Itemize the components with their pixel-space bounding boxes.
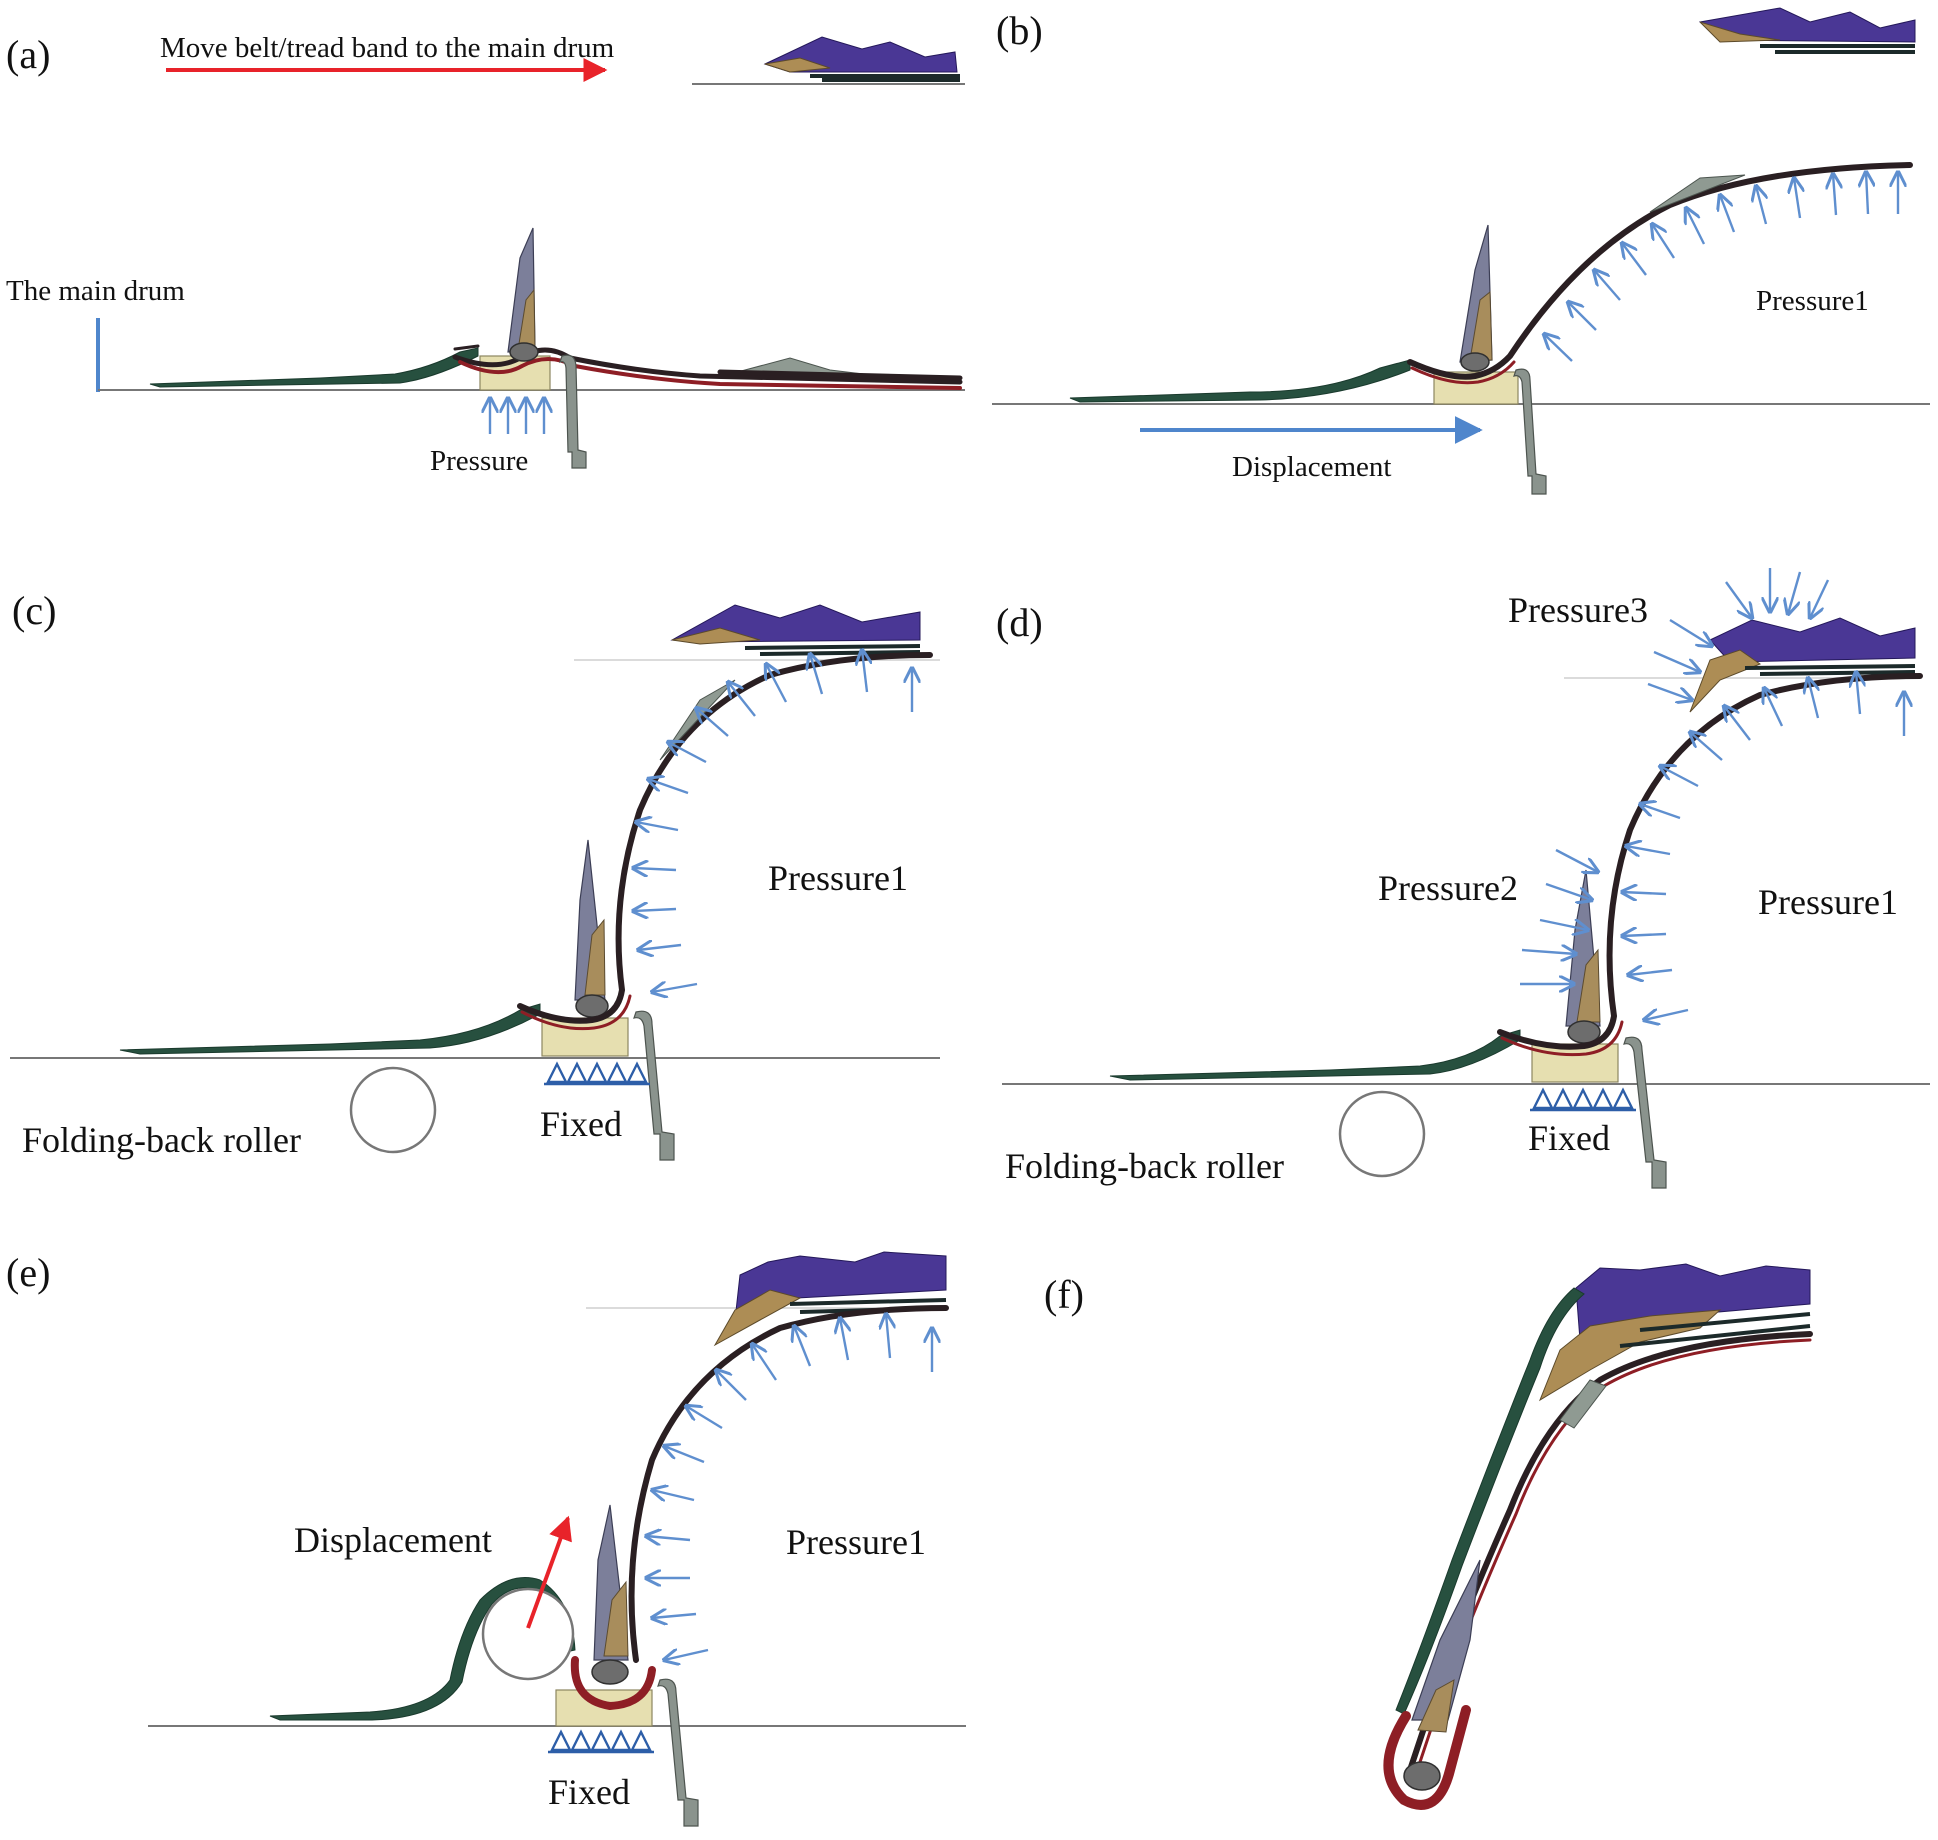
- green-ply: [149, 347, 479, 388]
- bead-filler-d: [1531, 1043, 1619, 1083]
- pressure-text-a: Pressure: [430, 445, 528, 477]
- folding-back-roller-d: [1338, 1090, 1426, 1178]
- main-drum-text: The main drum: [6, 275, 185, 307]
- fixed-text-c: Fixed: [540, 1104, 622, 1144]
- panel-c-label: (c): [12, 588, 56, 633]
- pressure1-text-d: Pressure1: [1758, 882, 1898, 922]
- fixed-support-e: [548, 1729, 654, 1754]
- fixed-support-c: [544, 1061, 650, 1086]
- hook-e: [657, 1678, 699, 1827]
- bead-b: [1460, 352, 1490, 372]
- panel-a-label: (a): [6, 32, 50, 77]
- carcass-d: [1497, 673, 1923, 1050]
- displacement-arrow-e: [526, 1515, 572, 1629]
- panel-f: (f): [1044, 1263, 1813, 1810]
- pressure-arrows-b: [1544, 172, 1898, 362]
- belt-tread-e: [713, 1251, 947, 1347]
- pressure1-text-c: Pressure1: [768, 858, 908, 898]
- green-ply-b: [1069, 359, 1411, 403]
- folding-back-roller-e: [481, 1587, 575, 1681]
- roller-text-d: Folding-back roller: [1005, 1146, 1284, 1186]
- pressure-arrows-e: [646, 1314, 932, 1660]
- fixed-text-e: Fixed: [548, 1772, 630, 1812]
- shoulder-b: [1649, 174, 1746, 213]
- pressure-arrows-c: [633, 650, 912, 992]
- drum-shoulder-filler: [717, 357, 963, 381]
- hook-b: [1513, 368, 1547, 495]
- panel-b: (b) Pressu: [992, 7, 1930, 495]
- panel-e: (e): [6, 1250, 966, 1827]
- fixed-support-d: [1530, 1087, 1636, 1112]
- pressure3-arrows-d: [1647, 568, 1830, 700]
- panel-f-label: (f): [1044, 1272, 1084, 1317]
- displacement-text-e: Displacement: [294, 1520, 492, 1560]
- belt-tread-band: [692, 36, 965, 85]
- panel-b-label: (b): [996, 8, 1043, 53]
- folding-back-roller-c: [349, 1066, 437, 1154]
- panel-d-label: (d): [996, 600, 1043, 645]
- pressure2-arrows-d: [1520, 848, 1598, 984]
- roller-text-c: Folding-back roller: [22, 1120, 301, 1160]
- pressure1-arrows-d: [1622, 672, 1904, 1020]
- displacement-text-b: Displacement: [1232, 451, 1391, 483]
- hook-d: [1623, 1036, 1667, 1189]
- red-ply-e: [570, 1656, 656, 1711]
- move-belt-text: Move belt/tread band to the main drum: [160, 32, 615, 64]
- panel-d: (d): [996, 568, 1930, 1189]
- belt-tread-d: [1689, 617, 1916, 713]
- pressure3-text-d: Pressure3: [1508, 590, 1648, 630]
- pressure-arrows-a: [490, 398, 544, 434]
- green-ply-d: [1109, 1029, 1521, 1081]
- carcass-b: [1407, 162, 1913, 380]
- bead-e: [591, 1659, 629, 1685]
- belt-tread-c: [670, 604, 921, 656]
- shoulder-c: [659, 679, 736, 761]
- fixed-text-d: Fixed: [1528, 1118, 1610, 1158]
- pressure2-text-d: Pressure2: [1378, 868, 1518, 908]
- belt-tread-band-b: [1698, 7, 1916, 54]
- carcass-e: [628, 1305, 949, 1663]
- green-ply-c: [119, 1003, 541, 1055]
- final-green-tire: [1383, 1263, 1813, 1810]
- panel-a: (a) Move belt/tread band to the main dru…: [6, 32, 965, 477]
- hook-c: [633, 1010, 675, 1161]
- pressure1-text-e: Pressure1: [786, 1522, 926, 1562]
- panel-c: (c): [10, 588, 940, 1161]
- panel-e-label: (e): [6, 1250, 50, 1295]
- pressure1-text-b: Pressure1: [1756, 285, 1869, 317]
- bead-assembly: [452, 227, 963, 469]
